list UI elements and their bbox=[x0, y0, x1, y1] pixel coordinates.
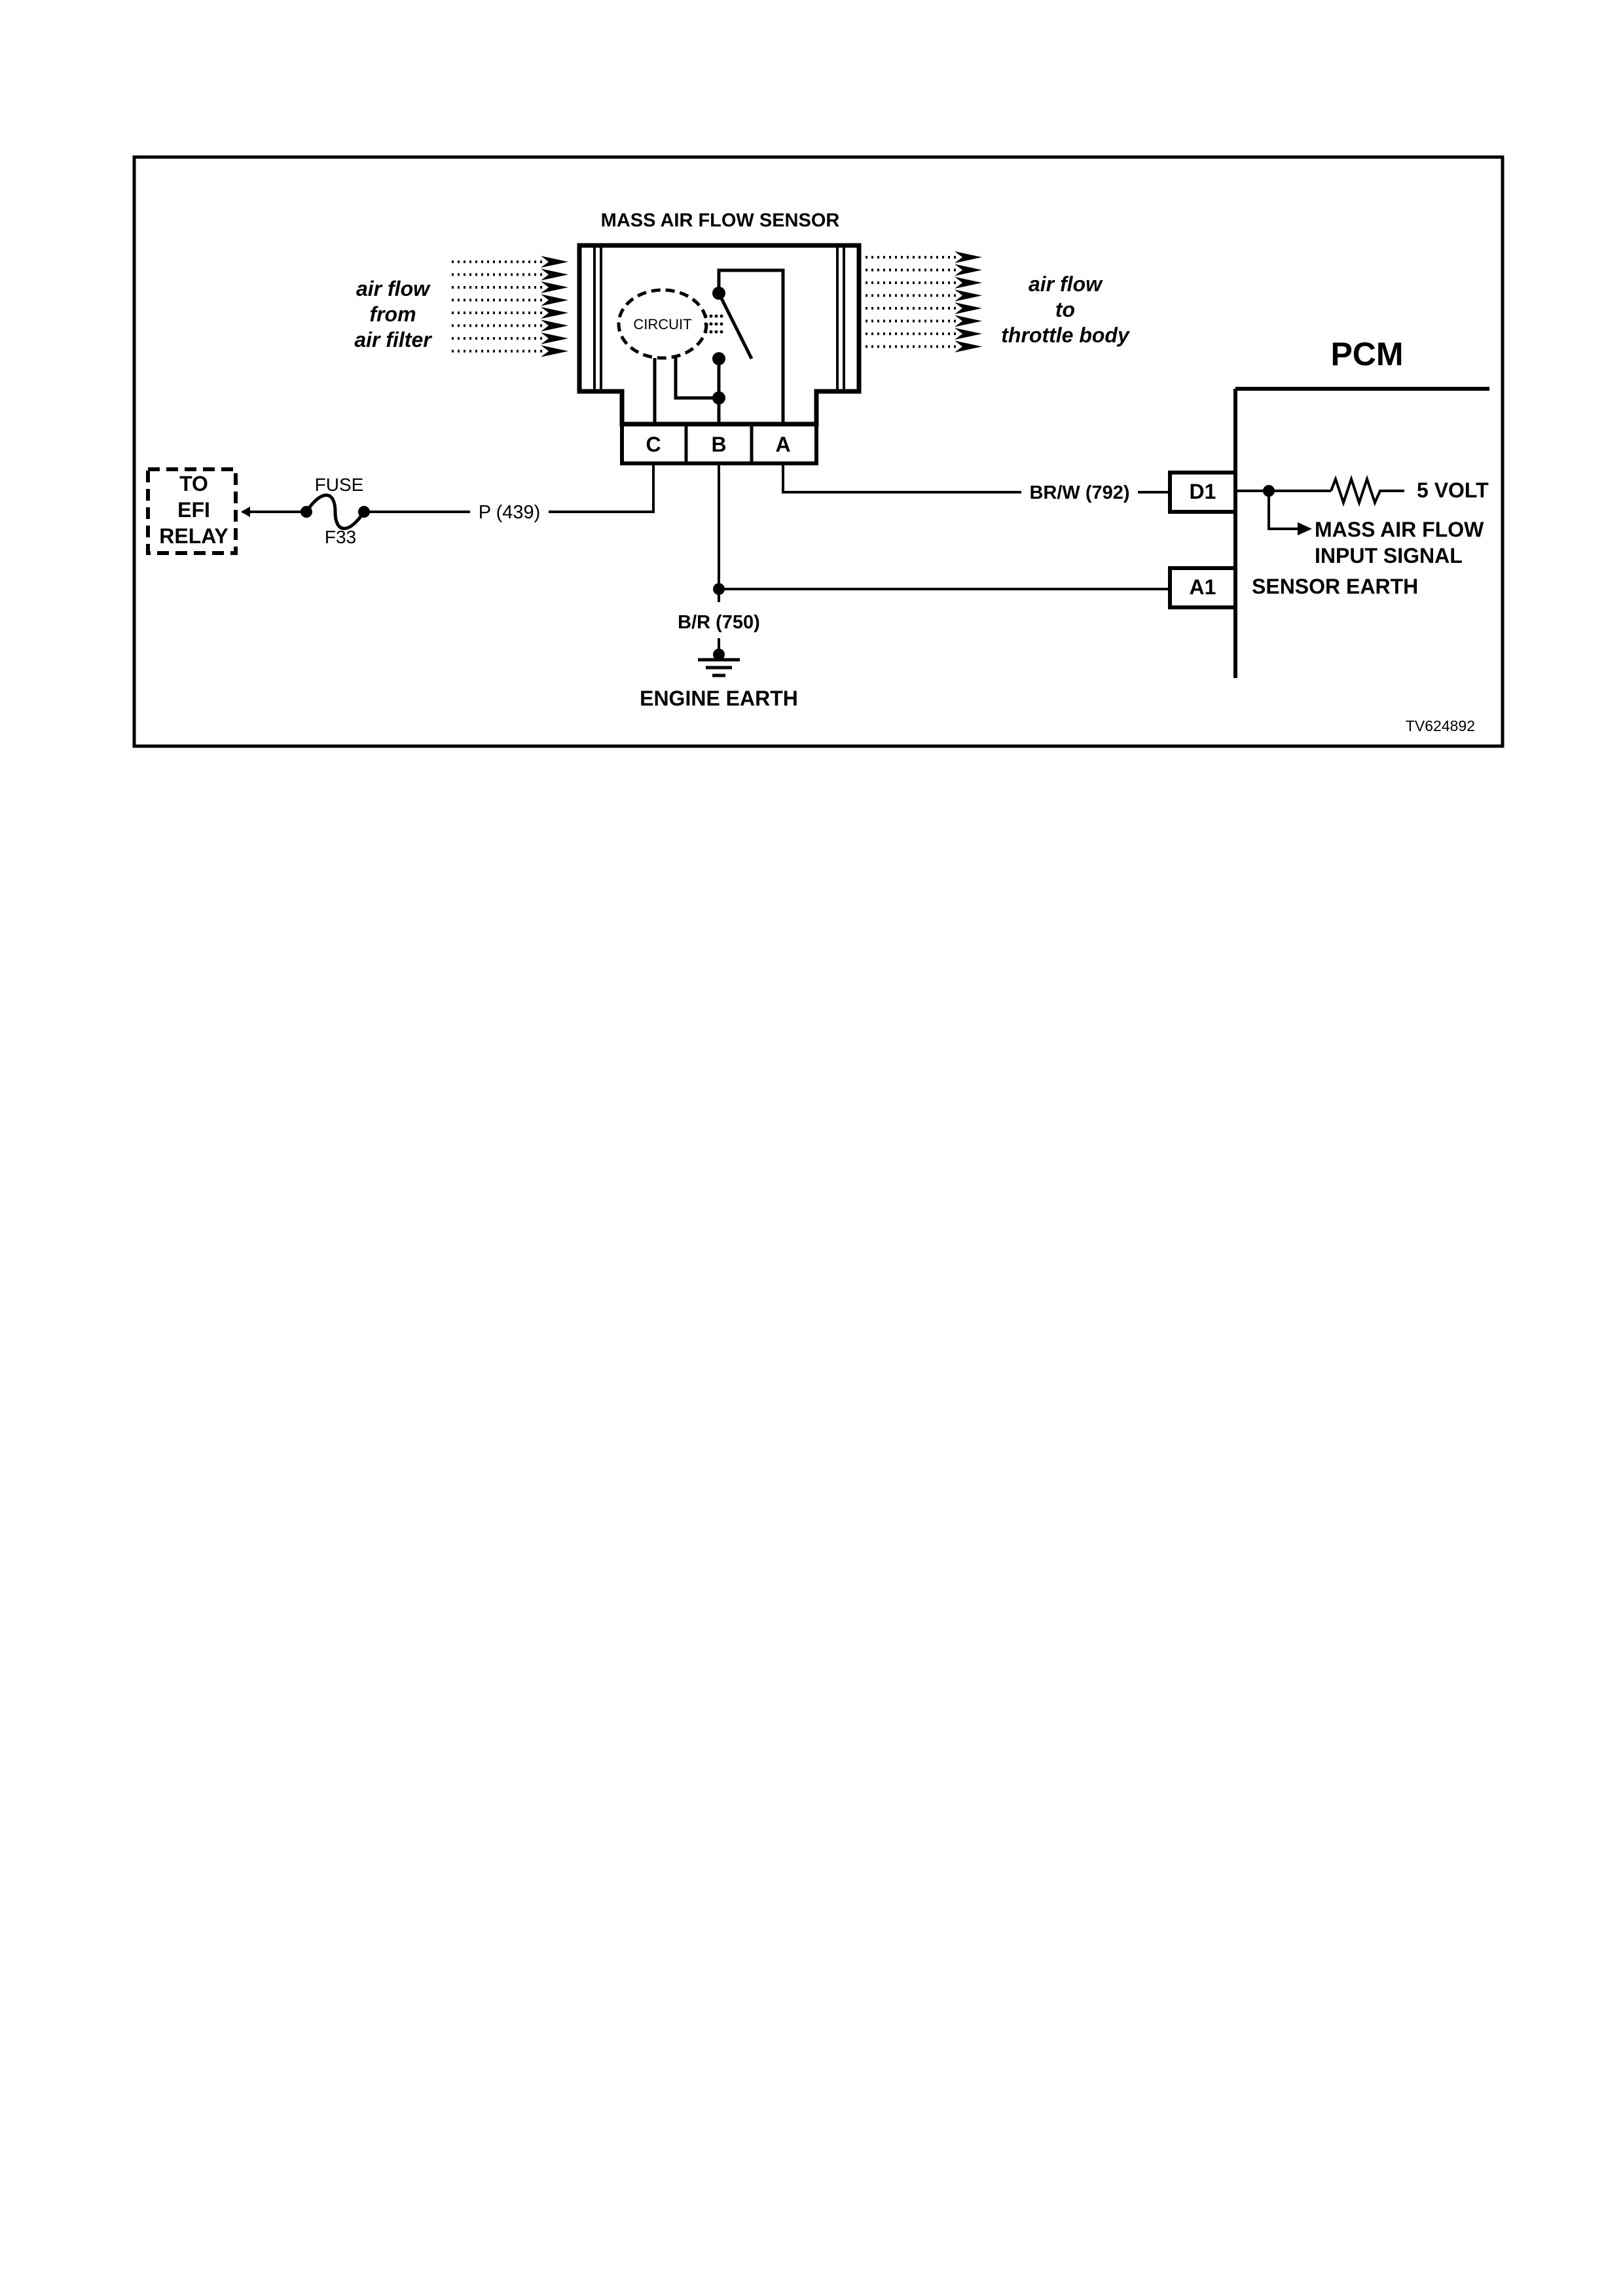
airflow-arrow-head bbox=[955, 264, 982, 276]
airflow-arrow-head bbox=[541, 281, 568, 293]
airflow-out-line-2: to bbox=[1055, 298, 1075, 321]
maf-sensor-title: MASS AIR FLOW SENSOR bbox=[601, 210, 840, 231]
efi-relay: TO EFI RELAY bbox=[148, 469, 236, 553]
efi-relay-line-1: TO bbox=[179, 472, 208, 495]
airflow-arrow-head bbox=[541, 346, 568, 357]
airflow-out-line-1: air flow bbox=[1029, 272, 1103, 296]
airflow-arrow-head bbox=[955, 328, 982, 340]
figure-id: TV624892 bbox=[1406, 717, 1475, 734]
airflow-arrow-head bbox=[955, 251, 982, 263]
pcm-pin-a1-label: A1 bbox=[1190, 575, 1216, 599]
fuse-label: FUSE bbox=[315, 475, 364, 495]
sensor-connector: C B A bbox=[622, 424, 816, 463]
airflow-arrow-head bbox=[955, 315, 982, 327]
airflow-out-label: air flow to throttle body bbox=[1001, 272, 1131, 347]
airflow-arrow-head bbox=[541, 295, 568, 306]
efi-relay-line-3: RELAY bbox=[159, 524, 228, 548]
airflow-arrow-head bbox=[541, 320, 568, 332]
airflow-arrow-head bbox=[955, 341, 982, 353]
pull-up-resistor bbox=[1331, 479, 1404, 503]
airflow-arrow-head bbox=[955, 290, 982, 302]
wire-p-439-right bbox=[549, 463, 653, 512]
airflow-arrow-head bbox=[955, 277, 982, 289]
efi-relay-line-2: EFI bbox=[177, 498, 210, 522]
airflow-in-line-3: air filter bbox=[354, 328, 432, 351]
pcm-pin-d1-label: D1 bbox=[1190, 480, 1216, 503]
pcm-signal-line-1: MASS AIR FLOW bbox=[1315, 518, 1484, 541]
airflow-arrow-head bbox=[541, 307, 568, 319]
pcm: PCM D1 A1 5 VOLT MASS AIR FLOW INPUT SIG… bbox=[1170, 336, 1489, 678]
circuit-label: CIRCUIT bbox=[633, 316, 691, 332]
wire-br-750-label: B/R (750) bbox=[678, 612, 760, 633]
fuse-symbol bbox=[306, 495, 364, 529]
airflow-arrow-head bbox=[541, 256, 568, 268]
pin-a-label: A bbox=[775, 433, 790, 456]
pin-b-label: B bbox=[711, 433, 726, 456]
pcm-title: PCM bbox=[1330, 336, 1403, 372]
fuse-f33: FUSE F33 bbox=[241, 475, 370, 547]
pcm-voltage-label: 5 VOLT bbox=[1417, 478, 1489, 502]
airflow-in-line-1: air flow bbox=[356, 277, 431, 300]
wire-p-439-label: P (439) bbox=[479, 502, 541, 523]
airflow-in-label: air flow from air filter bbox=[354, 277, 432, 351]
fuse-id: F33 bbox=[325, 527, 356, 547]
engine-earth-label: ENGINE EARTH bbox=[640, 687, 798, 710]
wire-brw-792-label: BR/W (792) bbox=[1029, 482, 1129, 503]
engine-earth-symbol bbox=[698, 649, 740, 675]
wire-brw-792-left bbox=[783, 463, 1021, 492]
pcm-sensor-earth-label: SENSOR EARTH bbox=[1252, 575, 1418, 598]
wire-junction-b bbox=[713, 583, 725, 595]
airflow-arrow-head bbox=[541, 269, 568, 281]
airflow-out-line-3: throttle body bbox=[1001, 323, 1131, 347]
airflow-out-arrows bbox=[866, 251, 982, 353]
pin-c-label: C bbox=[646, 433, 661, 456]
maf-sensor: MASS AIR FLOW SENSOR CIRCUIT bbox=[579, 210, 859, 463]
airflow-arrow-head bbox=[955, 302, 982, 314]
airflow-in-line-2: from bbox=[369, 302, 416, 326]
airflow-in-arrows bbox=[452, 256, 568, 357]
mass-air-flow-sensor-circuit-diagram: MASS AIR FLOW SENSOR CIRCUIT bbox=[0, 0, 1623, 785]
pcm-signal-line-2: INPUT SIGNAL bbox=[1315, 544, 1463, 567]
airflow-arrow-head bbox=[541, 332, 568, 344]
